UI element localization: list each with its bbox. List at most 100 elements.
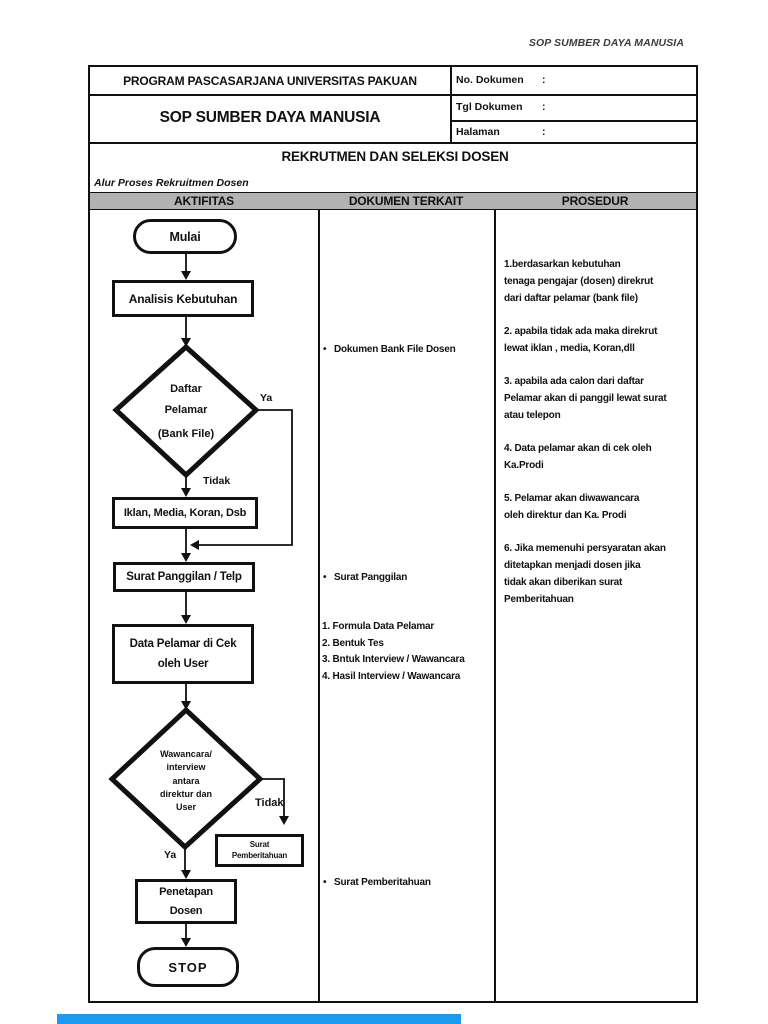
prosedur-line: atau telepon	[504, 410, 561, 421]
branch-label-tidak-1: Tidak	[203, 475, 231, 487]
body-divider-1	[318, 210, 320, 1003]
branch-label-ya-1: Ya	[260, 392, 273, 404]
header-vertical-divider	[450, 67, 452, 142]
start-node-label: Mulai	[169, 229, 201, 244]
step-label: Iklan, Media, Koran, Dsb	[123, 507, 247, 519]
dokumen-terkait-column: • Dokumen Bank File Dosen • Surat Panggi…	[318, 210, 494, 1003]
dokumen-list-item: 4. Hasil Interview / Wawancara	[322, 670, 461, 682]
decision1-line: (Bank File)	[157, 428, 215, 440]
body-divider-2	[494, 210, 496, 1003]
field-label: Halaman	[456, 126, 500, 138]
decision1-text: Daftar Pelamar (Bank File)	[126, 379, 246, 445]
prosedur-line: 5. Pelamar akan diwawancara	[504, 493, 640, 504]
decision2-line: antara	[172, 775, 200, 786]
dokumen-list-item: 1. Formula Data Pelamar	[322, 621, 435, 632]
step-iklan-media: Iklan, Media, Koran, Dsb	[112, 497, 258, 529]
side-box-line: Surat	[249, 840, 270, 849]
prosedur-line: Ka.Prodi	[504, 460, 544, 471]
header-bottom-border	[90, 142, 696, 144]
section-title: REKRUTMEN DAN SELEKSI DOSEN	[281, 149, 509, 164]
step-data-pelamar: Data Pelamar di Cek oleh User	[112, 624, 254, 684]
decision-diamond-daftar-pelamar	[112, 343, 260, 479]
step-line: Penetapan	[159, 885, 213, 898]
dokumen-item-text: Surat Panggilan	[334, 572, 408, 583]
column-header-bar	[90, 192, 696, 210]
prosedur-line: oleh direktur dan Ka. Prodi	[504, 510, 627, 521]
field-label: No. Dokumen	[456, 74, 524, 86]
page-watermark: SOP SUMBER DAYA MANUSIA	[528, 37, 684, 49]
end-node-label: STOP	[168, 959, 208, 975]
decision1-line: Daftar	[170, 383, 202, 395]
decision-diamond-wawancara	[108, 706, 264, 851]
field-no-dokumen: No. Dokumen :	[450, 67, 700, 93]
prosedur-line: 4. Data pelamar akan di cek oleh	[504, 443, 652, 454]
document-title: SOP SUMBER DAYA MANUSIA	[159, 109, 381, 126]
step-line: Data Pelamar di Cek	[129, 638, 237, 650]
dokumen-numbered-list: 1. Formula Data Pelamar 2. Bentuk Tes 3.…	[322, 619, 465, 685]
side-box-line: Pemberitahuan	[231, 850, 288, 860]
org-name: PROGRAM PASCASARJANA UNIVERSITAS PAKUAN	[123, 73, 417, 88]
flow-arrowheads	[181, 271, 289, 947]
column-header-prosedur: PROSEDUR	[561, 194, 629, 208]
prosedur-line: 1.berdasarkan kebutuhan	[504, 259, 621, 270]
prosedur-line: 6. Jika memenuhi persyaratan akan	[504, 543, 666, 554]
side-box-surat-pemberitahuan: Surat Pemberitahuan	[215, 834, 304, 867]
prosedur-line: tidak akan diberikan surat	[504, 577, 623, 588]
prosedur-line: ditetapkan menjadi dosen jika	[504, 560, 641, 571]
field-halaman: Halaman :	[450, 119, 700, 145]
bullet-icon: •	[323, 344, 327, 355]
flowchart-connectors	[108, 254, 293, 947]
dokumen-item-text: Dokumen Bank File Dosen	[334, 344, 456, 355]
start-node: Mulai	[133, 219, 237, 254]
document-table: PROGRAM PASCASARJANA UNIVERSITAS PAKUAN …	[88, 65, 698, 1003]
bottom-blue-bar	[57, 1014, 461, 1024]
field-colon: :	[542, 74, 546, 86]
branch-label-ya-2: Ya	[164, 849, 177, 861]
field-row-divider-2	[450, 120, 696, 122]
section-subtitle: Alur Proses Rekruitmen Dosen	[94, 177, 249, 189]
prosedur-item-4: 4. Data pelamar akan di cek oleh Ka.Prod…	[504, 440, 690, 474]
decision2-line: direktur dan	[159, 788, 212, 799]
dokumen-list-item: 2. Bentuk Tes	[322, 637, 384, 649]
prosedur-text: 1.berdasarkan kebutuhan tenaga pengajar …	[494, 210, 696, 624]
field-tgl-dokumen: Tgl Dokumen :	[450, 94, 700, 120]
step-surat-panggilan: Surat Panggilan / Telp	[113, 562, 255, 592]
dokumen-item-bank-file: • Dokumen Bank File Dosen	[323, 344, 456, 355]
field-label: Tgl Dokumen	[456, 101, 523, 113]
prosedur-line: 3. apabila ada calon dari daftar	[504, 376, 644, 387]
step-line: Dosen	[169, 904, 203, 917]
branch-label-tidak-2: Tidak	[255, 797, 284, 809]
field-colon: :	[542, 126, 546, 138]
dokumen-item-surat-panggilan: • Surat Panggilan	[323, 572, 407, 583]
prosedur-item-2: 2. apabila tidak ada maka direkrut lewat…	[504, 323, 690, 357]
step-penetapan-dosen: Penetapan Dosen	[135, 879, 237, 924]
prosedur-line: 2. apabila tidak ada maka direkrut	[504, 326, 658, 337]
prosedur-column: 1.berdasarkan kebutuhan tenaga pengajar …	[494, 210, 696, 1003]
step-analisis-kebutuhan: Analisis Kebutuhan	[112, 280, 254, 317]
decision2-line: User	[175, 802, 196, 813]
step-line: oleh User	[157, 658, 209, 670]
step-label: Surat Panggilan / Telp	[126, 571, 242, 583]
prosedur-item-3: 3. apabila ada calon dari daftar Pelamar…	[504, 373, 690, 424]
column-header-aktifitas: AKTIFITAS	[174, 194, 234, 208]
dokumen-list-item: 3. Bntuk Interview / Wawancara	[322, 654, 465, 665]
field-colon: :	[542, 101, 546, 113]
decision2-text: Wawancara/ interview antara direktur dan…	[136, 748, 236, 814]
prosedur-line: tenaga pengajar (dosen) direkrut	[504, 276, 654, 287]
step-label: Analisis Kebutuhan	[128, 291, 238, 306]
org-row-divider	[90, 94, 450, 96]
dokumen-item-text: Surat Pemberitahuan	[334, 877, 431, 888]
end-node: STOP	[137, 947, 239, 987]
decision1-line: Pelamar	[164, 404, 208, 416]
prosedur-item-1: 1.berdasarkan kebutuhan tenaga pengajar …	[504, 256, 690, 307]
field-row-divider-1	[450, 94, 696, 96]
prosedur-line: lewat iklan , media, Koran,dll	[504, 343, 635, 354]
prosedur-item-6: 6. Jika memenuhi persyaratan akan diteta…	[504, 540, 690, 608]
flowchart-column: Mulai Analisis Kebutuhan Daftar Pelamar …	[90, 210, 316, 1003]
prosedur-line: Pelamar akan di panggil lewat surat	[504, 393, 667, 404]
decision2-line: interview	[166, 762, 206, 773]
dokumen-item-surat-pemberitahuan: • Surat Pemberitahuan	[323, 877, 431, 888]
column-header-dokumen-terkait: DOKUMEN TERKAIT	[348, 194, 464, 208]
prosedur-line: Pemberitahuan	[504, 594, 574, 605]
